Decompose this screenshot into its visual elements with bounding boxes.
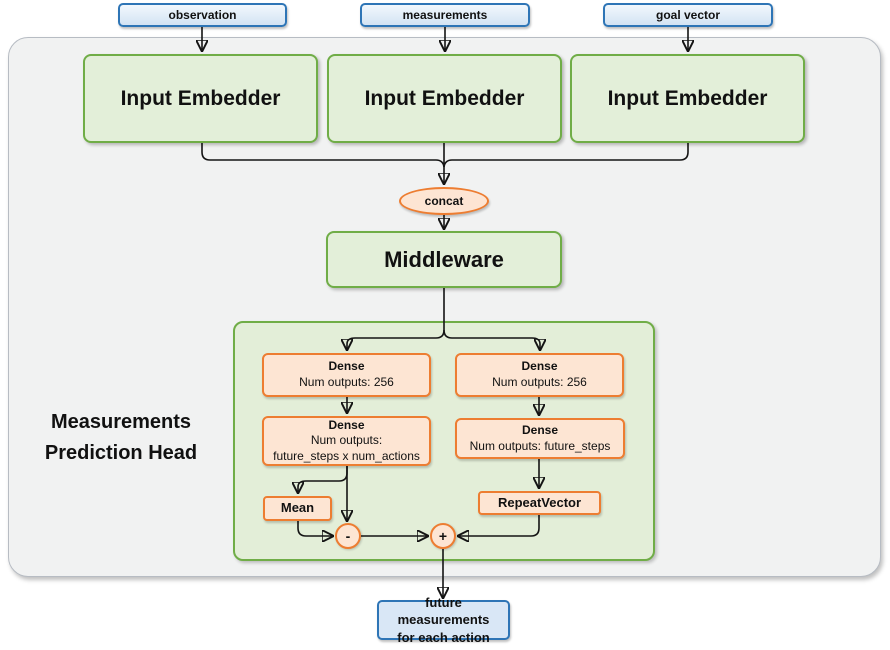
input-embedder-observation: Input Embedder bbox=[83, 54, 318, 143]
output-box: future measurements for each action bbox=[377, 595, 510, 645]
source-goal-vector-label: goal vector bbox=[655, 8, 721, 22]
dense-left-2: Dense Num outputs: future_steps x num_ac… bbox=[262, 416, 431, 466]
input-embedder-label: Input Embedder bbox=[364, 86, 525, 110]
output-label-line2: for each action bbox=[397, 629, 490, 645]
subtract-label: - bbox=[345, 528, 351, 544]
mean-label: Mean bbox=[280, 500, 315, 516]
middleware-label: Middleware bbox=[384, 246, 504, 272]
input-embedder-label: Input Embedder bbox=[120, 86, 281, 110]
dense-left-1: Dense Num outputs: 256 bbox=[262, 353, 431, 397]
source-measurements-label: measurements bbox=[402, 8, 488, 22]
dense-left-1-subtitle: Num outputs: 256 bbox=[299, 375, 394, 389]
mean-box: Mean bbox=[263, 496, 332, 521]
source-observation-label: observation bbox=[168, 8, 237, 22]
add-node: + bbox=[430, 523, 456, 549]
repeat-vector-label: RepeatVector bbox=[497, 494, 582, 510]
connector-ops bbox=[297, 515, 540, 597]
dense-right-2: Dense Num outputs: future_steps bbox=[455, 418, 625, 459]
prediction-head-title: Measurements Prediction Head bbox=[25, 405, 217, 471]
dense-left-1-title: Dense bbox=[328, 359, 365, 374]
dense-right-1: Dense Num outputs: 256 bbox=[455, 353, 624, 397]
dense-left-2-subtitle-line1: Num outputs: bbox=[310, 433, 383, 448]
add-label: + bbox=[438, 528, 448, 544]
repeat-vector-box: RepeatVector bbox=[478, 491, 601, 515]
source-observation: observation bbox=[118, 3, 287, 27]
input-embedder-measurements: Input Embedder bbox=[327, 54, 562, 143]
subtract-node: - bbox=[335, 523, 361, 549]
input-embedder-label: Input Embedder bbox=[607, 86, 768, 110]
prediction-head-title-line2: Prediction Head bbox=[44, 442, 198, 464]
dense-left-2-title: Dense bbox=[328, 417, 365, 432]
concat-label: concat bbox=[424, 194, 464, 208]
source-measurements: measurements bbox=[360, 3, 530, 27]
connector-dense-chains bbox=[298, 397, 539, 520]
dense-right-2-title: Dense bbox=[521, 422, 559, 437]
source-goal-vector: goal vector bbox=[603, 3, 773, 27]
dense-right-1-subtitle: Num outputs: 256 bbox=[492, 375, 587, 389]
prediction-head-title-line1: Measurements bbox=[50, 411, 192, 433]
dense-right-1-title: Dense bbox=[521, 359, 558, 374]
connector-sources-to-embedders bbox=[202, 27, 688, 50]
dense-left-2-subtitle-line2: future_steps x num_actions bbox=[273, 448, 420, 463]
input-embedder-goal-vector: Input Embedder bbox=[570, 54, 805, 143]
concat-node: concat bbox=[399, 187, 489, 215]
output-label-line1: future measurements bbox=[397, 594, 490, 628]
connector-middleware-split bbox=[347, 288, 540, 349]
connector-embedders-merge bbox=[201, 143, 689, 183]
dense-right-2-subtitle: Num outputs: future_steps bbox=[469, 438, 611, 453]
middleware-box: Middleware bbox=[326, 231, 562, 288]
